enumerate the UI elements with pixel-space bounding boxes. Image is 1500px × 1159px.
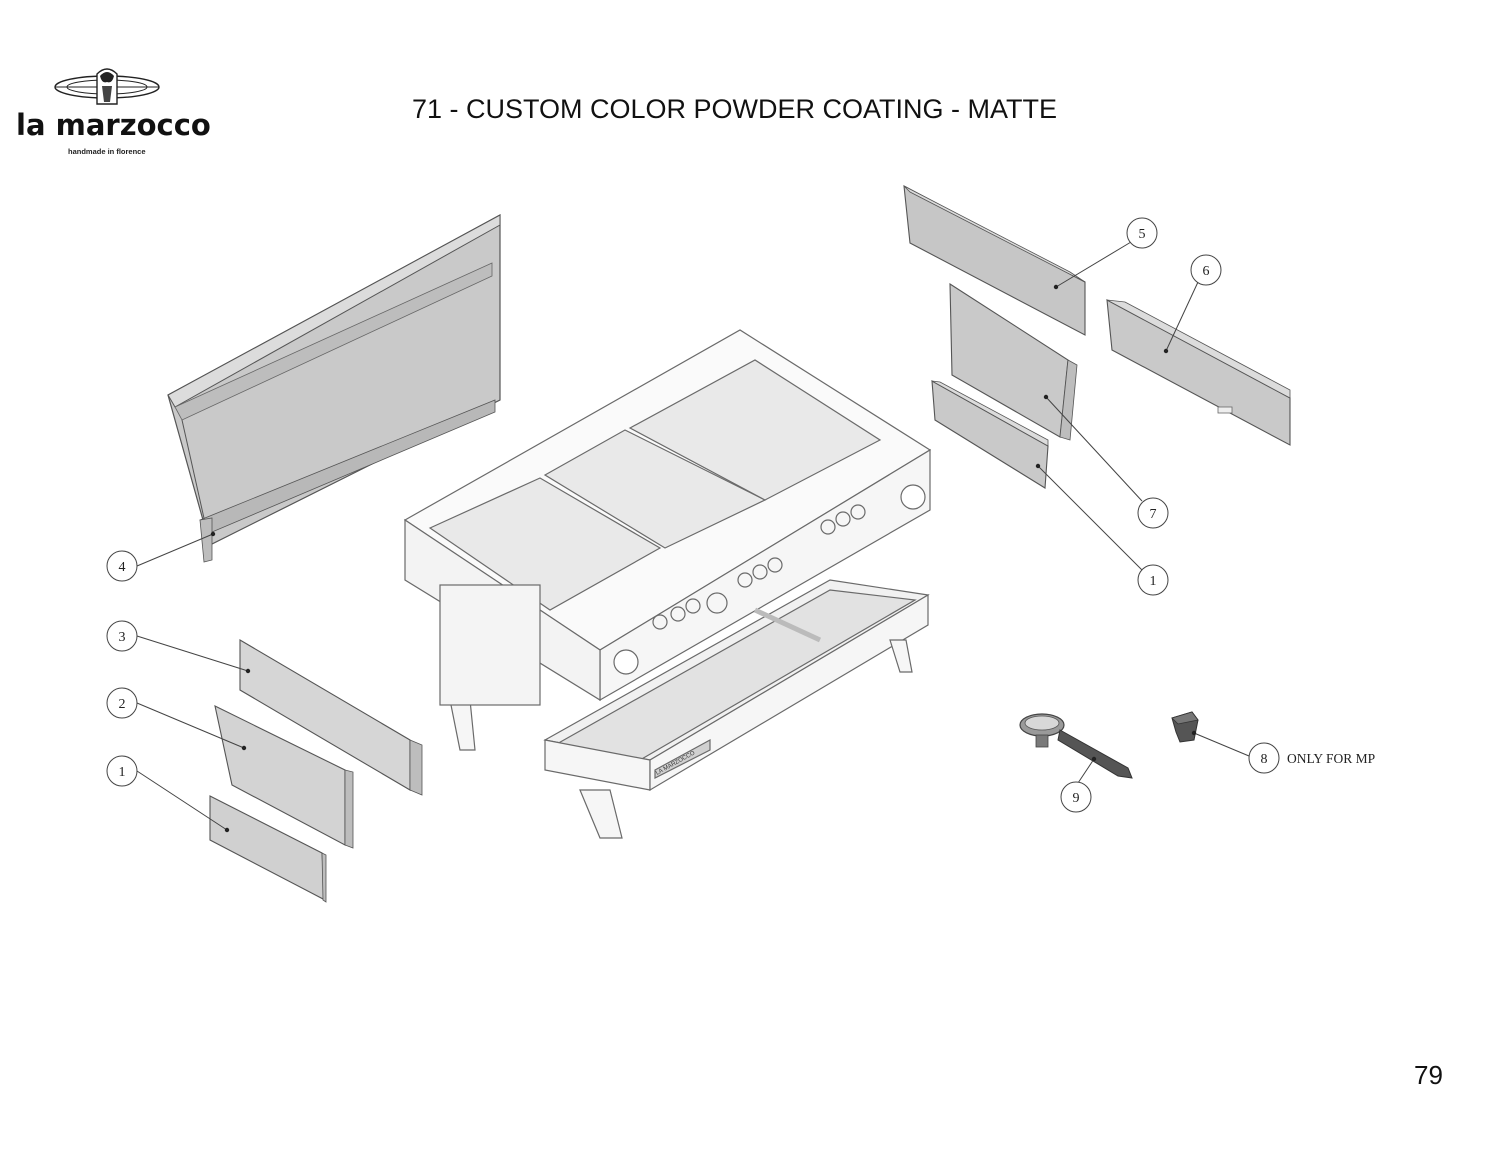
part-9-portafilter (1019, 713, 1133, 779)
part-6-panel (1106, 299, 1291, 446)
brand-tagline: handmade in florence (68, 147, 146, 156)
leader-dots (210, 284, 1197, 833)
page-number: 79 (1414, 1060, 1443, 1090)
svg-text:6: 6 (1203, 264, 1210, 279)
svg-text:8: 8 (1261, 752, 1268, 767)
svg-text:1: 1 (1150, 574, 1157, 589)
svg-text:1: 1 (119, 765, 126, 780)
callout-6: 6 (1190, 254, 1222, 286)
part-7-panel (949, 282, 1078, 441)
part-1-panel-left (209, 795, 327, 903)
callout-1-left: 1 (106, 755, 138, 787)
callout-4: 4 (106, 550, 138, 582)
svg-text:3: 3 (119, 630, 126, 645)
callout-7: 7 (1137, 497, 1169, 529)
brand-logo: la marzocco handmade in florence (10, 62, 211, 162)
svg-text:9: 9 (1073, 791, 1080, 806)
callout-8: 8 (1248, 742, 1280, 774)
svg-text:7: 7 (1150, 507, 1157, 522)
part-2-panel (214, 705, 354, 849)
part-1-panel-right (931, 380, 1049, 489)
svg-text:2: 2 (119, 697, 126, 712)
page-title: 71 - CUSTOM COLOR POWDER COATING - MATTE (412, 94, 1058, 124)
callout-1-right: 1 (1137, 564, 1169, 596)
leader-lines (136, 241, 1250, 831)
only-for-mp-note: ONLY FOR MP (1287, 751, 1375, 766)
callout-2: 2 (106, 687, 138, 719)
brand-name: la marzocco (16, 108, 211, 142)
svg-text:4: 4 (119, 560, 126, 575)
callout-9: 9 (1060, 781, 1092, 813)
part-4-rear-panel (167, 213, 501, 563)
espresso-machine (403, 329, 932, 839)
callout-5: 5 (1126, 217, 1158, 249)
globe-lion-emblem-icon (54, 68, 160, 105)
callout-3: 3 (106, 620, 138, 652)
part-3-panel (239, 639, 423, 796)
part-8-block (1171, 711, 1199, 743)
svg-text:5: 5 (1139, 227, 1146, 242)
part-5-panel (903, 185, 1086, 336)
